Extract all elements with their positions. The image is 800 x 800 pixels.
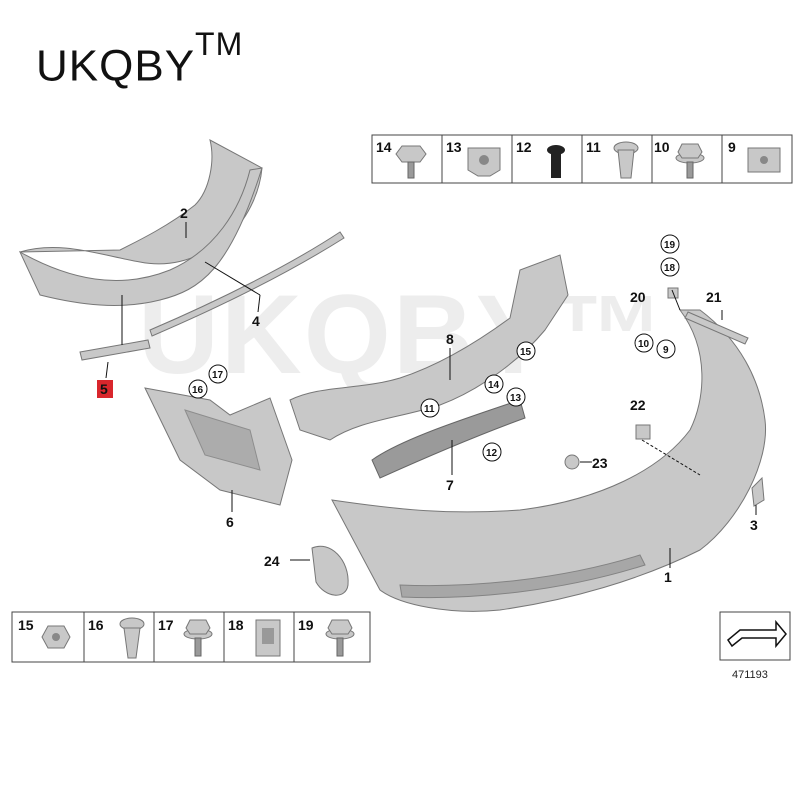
legend-label-9: 9 <box>728 139 736 155</box>
callout-20: 20 <box>630 289 646 305</box>
callout-16: 16 <box>192 385 204 396</box>
top-legend: 14 13 12 11 10 9 <box>371 134 793 184</box>
mounting-clip-icon <box>255 619 281 657</box>
hex-screw-icon <box>325 619 355 657</box>
legend-label-10: 10 <box>654 139 670 155</box>
callout-23: 23 <box>592 455 608 471</box>
sensor <box>564 454 580 470</box>
legend-label-19: 19 <box>298 617 314 633</box>
side-bracket <box>751 476 765 507</box>
legend-label-13: 13 <box>446 139 462 155</box>
side-strip <box>684 311 749 345</box>
spring-nut-icon <box>747 147 781 173</box>
callout-4: 4 <box>252 313 260 329</box>
callout-17: 17 <box>212 370 224 381</box>
leader-lines <box>105 222 757 568</box>
callout-11: 11 <box>424 404 435 415</box>
callout-22: 22 <box>630 397 646 413</box>
callout-13: 13 <box>510 393 522 404</box>
brand-trademark: TM <box>195 26 244 62</box>
callout-3: 3 <box>750 517 758 533</box>
brand-logo: UKQBYTM <box>36 26 243 92</box>
callout-21: 21 <box>706 289 722 305</box>
callout-2: 2 <box>180 205 188 221</box>
legend-label-15: 15 <box>18 617 34 633</box>
direction-arrow-icon <box>727 619 787 649</box>
legend-label-14: 14 <box>376 139 392 155</box>
plastic-rivet-icon <box>119 617 145 659</box>
hex-bolt-icon <box>395 145 427 179</box>
legend-label-16: 16 <box>88 617 104 633</box>
tow-hook-cap <box>311 545 349 596</box>
bumper-bracket <box>144 387 293 506</box>
flange-screw-icon <box>675 143 705 179</box>
callout-7: 7 <box>446 477 454 493</box>
callout-8: 8 <box>446 331 454 347</box>
legend-label-12: 12 <box>516 139 532 155</box>
callout-1: 1 <box>664 569 672 585</box>
callout-24: 24 <box>264 553 280 569</box>
callout-12: 12 <box>486 448 498 459</box>
push-rivet-icon <box>547 145 565 178</box>
lower-grille <box>371 399 526 479</box>
diagram-id: 471193 <box>732 669 768 681</box>
clip-nut-icon <box>467 147 501 177</box>
mount-bracket <box>635 424 651 440</box>
washer-screw-icon <box>183 619 213 657</box>
callouts: 2 4 5 6 8 7 1 3 22 23 20 21 24 19 18 10 … <box>97 205 758 585</box>
callout-10: 10 <box>638 339 650 350</box>
rear-bumper-main <box>331 309 767 612</box>
expanding-rivet-icon <box>613 141 639 179</box>
legend-label-18: 18 <box>228 617 244 633</box>
callout-5-highlight <box>97 380 113 398</box>
bumper-cover-upper <box>18 139 263 306</box>
callout-14: 14 <box>488 380 500 391</box>
legend-label-17: 17 <box>158 617 174 633</box>
callout-19: 19 <box>664 240 676 251</box>
callout-18: 18 <box>664 263 676 274</box>
diagram-id-box: 471193 <box>719 611 791 681</box>
callout-15: 15 <box>520 347 532 358</box>
bumper-carrier <box>289 254 569 441</box>
callout-5: 5 <box>100 381 108 397</box>
hex-nut-icon <box>41 625 71 649</box>
bottom-legend: 15 16 17 18 19 <box>11 611 371 663</box>
legend-label-11: 11 <box>586 139 601 155</box>
callout-9: 9 <box>663 345 669 356</box>
trim-strip <box>149 231 345 337</box>
brand-name: UKQBY <box>36 41 196 91</box>
callout-6: 6 <box>226 514 234 530</box>
reflector-trim <box>79 339 151 361</box>
